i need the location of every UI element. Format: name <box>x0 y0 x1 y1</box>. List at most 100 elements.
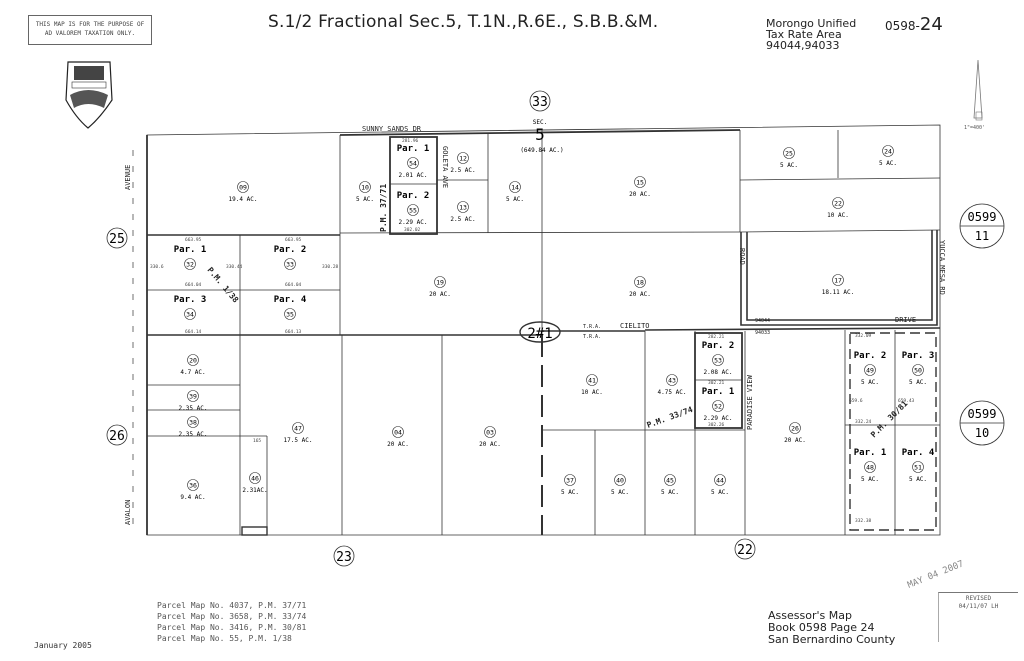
parcel-number: 47 <box>294 425 302 433</box>
parcel-number-circle <box>712 354 724 366</box>
parcel-number: 12 <box>459 155 467 163</box>
dimension-label: 302.02 <box>404 227 421 233</box>
adjoining-section-west-bottom[interactable]: 26 <box>109 429 125 444</box>
adjoining-map-page[interactable]: 10 <box>975 426 989 440</box>
section-acreage: (649.84 AC.) <box>520 147 563 154</box>
county-seal-icon <box>65 61 113 129</box>
parcel-number: 45 <box>666 477 674 485</box>
parcel-number: 03 <box>486 429 494 437</box>
parcel-number: 46 <box>251 475 259 483</box>
dimension-label: 664.04 <box>285 282 302 288</box>
parcel-12[interactable]: 122.5 AC. <box>450 152 476 175</box>
parcel-acreage: 2.35 AC. <box>179 405 208 412</box>
parcel-par-label: Par. 4 <box>902 448 935 458</box>
dimension-label: 302.21 <box>708 380 725 386</box>
parcel-10[interactable]: 105 AC. <box>356 181 374 204</box>
street-yucca-mesa-rd: YUCCA MESA RD <box>938 240 946 295</box>
parcel-acreage: 5 AC. <box>861 476 879 483</box>
parcel-acreage: 20 AC. <box>784 437 806 444</box>
parcel-number-circle <box>789 422 801 434</box>
parcel-13[interactable]: 132.5 AC. <box>450 201 476 224</box>
adjoining-section-south-right[interactable]: 22 <box>737 543 753 558</box>
parcel-14[interactable]: 145 AC. <box>506 181 524 204</box>
parcel-24[interactable]: 245 AC. <box>879 145 897 168</box>
parcel-38[interactable]: 382.35 AC. <box>179 416 208 439</box>
parcel-number-circle <box>714 474 726 486</box>
parcel-36[interactable]: 369.4 AC. <box>180 479 206 502</box>
parcel-par-label: Par. 3 <box>174 295 207 305</box>
adjoining-section-north[interactable]: 33 <box>532 95 548 110</box>
revised-label: REVISED <box>965 595 992 602</box>
parcel-number-circle <box>783 147 795 159</box>
parcel-acreage: 5 AC. <box>561 489 579 496</box>
parcel-acreage: 20 AC. <box>629 191 651 198</box>
parcel-map-ref: P.M. 30/81 <box>869 399 910 440</box>
tra-line: 94044,94033 <box>766 39 840 52</box>
parcel-47[interactable]: 47 17.5 AC. <box>284 422 313 445</box>
parcel-43[interactable]: 434.75 AC. <box>658 374 687 397</box>
parcel-32[interactable]: Par. 132 <box>174 245 207 270</box>
adjoining-section-south-left[interactable]: 23 <box>336 550 352 565</box>
parcel-map-entry: Parcel Map No. 3658, P.M. 33/74 <box>157 612 307 621</box>
parcel-number: 33 <box>286 261 294 269</box>
parcel-20[interactable]: 204.7 AC. <box>180 354 206 377</box>
adjoining-map-page[interactable]: 11 <box>975 229 989 243</box>
assessor-map-info: Assessor's Map Book 0598 Page 24 San Ber… <box>768 610 895 646</box>
parcel-40[interactable]: 405 AC. <box>611 474 629 497</box>
parcel-number: 55 <box>409 207 417 215</box>
parcel-44[interactable]: 445 AC. <box>711 474 729 497</box>
parcel-number-circle <box>457 201 469 213</box>
parcel-number-circle <box>664 474 676 486</box>
map-book: 0598- <box>885 19 920 33</box>
parcel-37[interactable]: 375 AC. <box>561 474 579 497</box>
parcel-par-label: Par. 1 <box>702 387 735 397</box>
parcel-number-circle <box>392 426 404 438</box>
parcel-par-label: Par. 3 <box>902 351 935 361</box>
parcel-number-circle <box>284 308 296 320</box>
parcel-25[interactable]: 255 AC. <box>780 147 798 170</box>
parcel-acreage: 5 AC. <box>879 160 897 167</box>
parcel-number-circle <box>292 422 304 434</box>
dimension-label: 330.44 <box>226 264 243 270</box>
parcel-33[interactable]: Par. 233 <box>274 245 307 270</box>
map-page: 24 <box>919 14 943 35</box>
parcel-number: 22 <box>834 200 842 208</box>
parcel-39[interactable]: 392.35 AC. <box>179 390 208 413</box>
adjoining-section-west-top[interactable]: 25 <box>109 232 125 247</box>
adjoining-map-book[interactable]: 0599 <box>968 407 997 421</box>
dimension-label: 332.38 <box>855 518 872 524</box>
parcel-35[interactable]: Par. 435 <box>274 295 307 320</box>
parcel-45[interactable]: 455 AC. <box>661 474 679 497</box>
parcel-number-circle <box>484 426 496 438</box>
parcel-number: 41 <box>588 377 596 385</box>
adjoining-map-book[interactable]: 0599 <box>968 210 997 224</box>
dimension-label: 663.95 <box>285 237 302 243</box>
parcel-number: 52 <box>714 403 722 411</box>
tra-label: T.R.A. <box>583 324 601 330</box>
parcel-number-circle <box>614 474 626 486</box>
parcel-map-entry: Parcel Map No. 4037, P.M. 37/71 <box>157 601 307 610</box>
parcel-acreage: 17.5 AC. <box>284 437 313 444</box>
parcel-number: 18 <box>636 279 644 287</box>
parcel-number-circle <box>457 152 469 164</box>
parcel-46[interactable]: 462.31AC. <box>242 472 268 495</box>
parcel-34[interactable]: Par. 334 <box>174 295 207 320</box>
